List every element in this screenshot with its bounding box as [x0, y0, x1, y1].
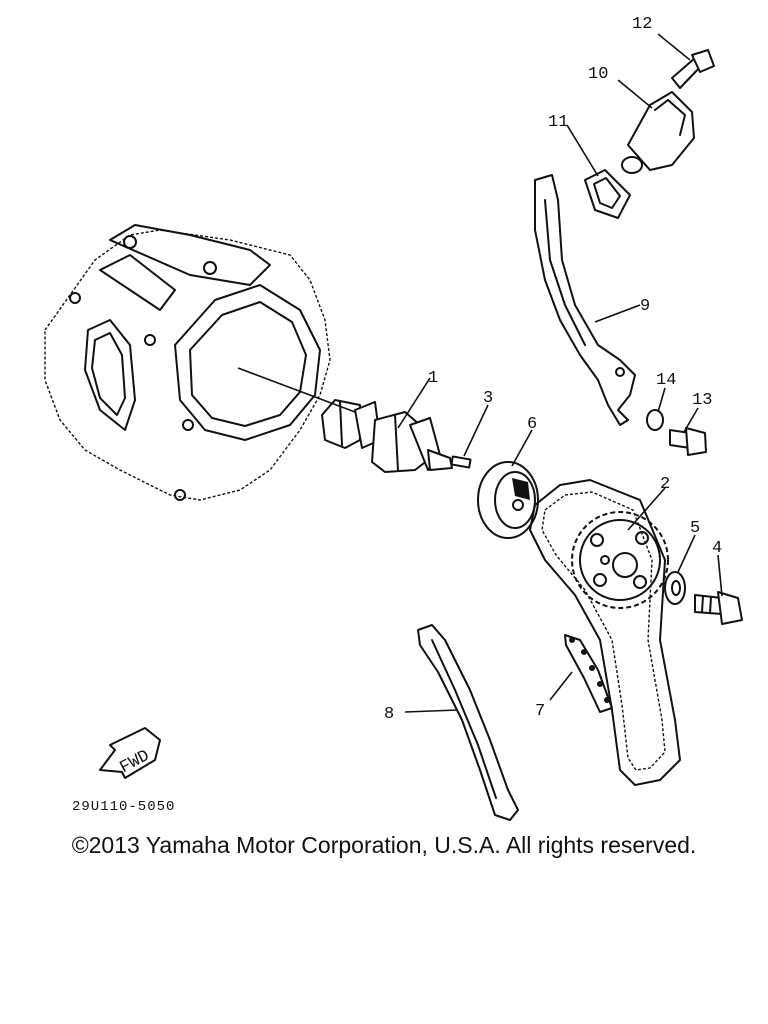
tensioner-bolt — [671, 49, 715, 89]
callout-1: 1 — [428, 369, 438, 388]
dowel-pin — [450, 455, 472, 469]
chain-tensioner — [621, 91, 695, 174]
callout-12: 12 — [632, 15, 652, 34]
cam-chain-segment — [564, 634, 613, 713]
cam-plate — [477, 461, 539, 539]
washer — [664, 571, 686, 605]
callout-4: 4 — [712, 539, 722, 558]
tensioner-guide — [534, 174, 636, 426]
guide-bolt — [669, 427, 707, 456]
tensioner-gasket — [584, 169, 631, 219]
guide-washer — [646, 409, 664, 431]
camshaft — [321, 399, 453, 473]
callout-9: 9 — [640, 297, 650, 316]
callout-14: 14 — [656, 371, 676, 390]
fwd-arrow-icon: FWD — [99, 727, 161, 779]
callout-labels: 1 2 3 4 5 6 7 8 9 10 11 12 13 14 — [384, 15, 722, 724]
cam-sprocket — [571, 511, 669, 609]
callout-3: 3 — [483, 389, 493, 408]
copyright-notice: ©2013 Yamaha Motor Corporation, U.S.A. A… — [71, 832, 697, 858]
cylinder-head — [44, 224, 331, 501]
callout-7: 7 — [535, 702, 545, 721]
sprocket-bolt — [694, 591, 743, 625]
callout-13: 13 — [692, 391, 712, 410]
callout-8: 8 — [384, 705, 394, 724]
callout-5: 5 — [690, 519, 700, 538]
exploded-parts-diagram: FWD 1 2 3 4 5 6 7 8 9 10 11 12 13 14 29U — [44, 15, 743, 821]
drawing-code: 29U110-5050 — [72, 799, 175, 815]
callout-2: 2 — [660, 475, 670, 494]
callout-11: 11 — [548, 113, 568, 132]
callout-10: 10 — [588, 65, 608, 84]
callout-6: 6 — [527, 415, 537, 434]
leader-lines — [237, 33, 723, 713]
cam-chain-loop — [529, 479, 681, 786]
